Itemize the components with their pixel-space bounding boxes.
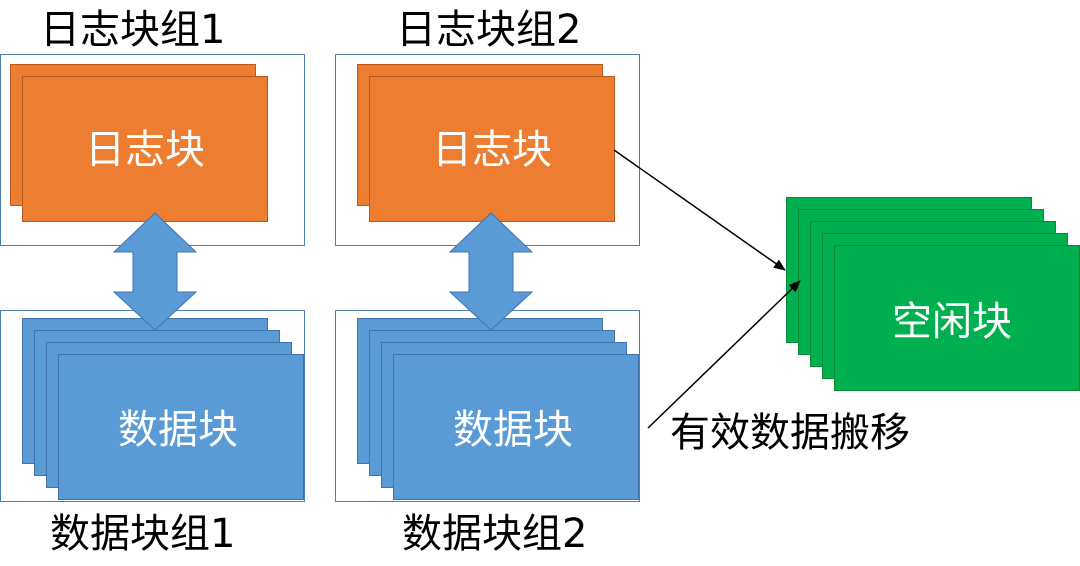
data-group-1-title: 数据块组1	[50, 511, 236, 557]
data-block-label: 数据块	[453, 407, 573, 453]
data-block-label: 数据块	[118, 407, 238, 453]
double-arrow-1	[112, 212, 198, 331]
free-block-label: 空闲块	[892, 299, 1012, 345]
log-block	[369, 76, 615, 222]
double-arrow-2	[448, 212, 534, 331]
data-group-2-title: 数据块组2	[402, 511, 588, 557]
log-block-label: 日志块	[85, 127, 205, 173]
data-block	[393, 354, 639, 500]
data-block	[58, 354, 304, 500]
log-block	[22, 76, 268, 222]
log-block-label: 日志块	[432, 127, 552, 173]
log-group-2-title: 日志块组2	[396, 7, 582, 53]
log-to-free-arrow	[613, 149, 786, 271]
log-group-1-title: 日志块组1	[40, 7, 226, 53]
free-block	[834, 245, 1080, 391]
migration-label: 有效数据搬移	[670, 410, 910, 456]
data-to-free-arrow	[647, 280, 801, 429]
